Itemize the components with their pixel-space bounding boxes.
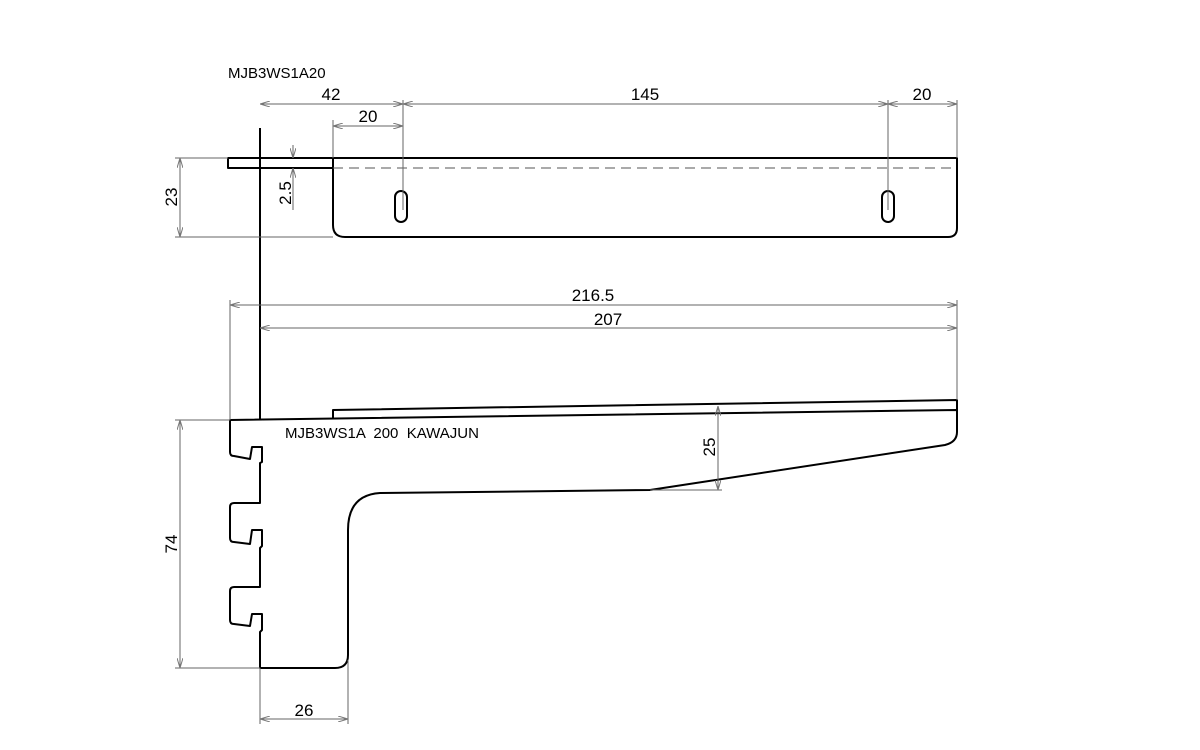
dim-25: 25 [700, 438, 719, 457]
dim-23: 23 [162, 188, 181, 207]
dim-20-left: 20 [359, 107, 378, 126]
dim-2-5: 2.5 [276, 181, 295, 205]
bracket-profile [229, 409, 958, 669]
top-view-outline [227, 128, 958, 420]
dim-216-5: 216.5 [572, 286, 615, 305]
side-view-dimensions: 216.5 207 25 74 26 [162, 286, 958, 724]
dim-207: 207 [594, 310, 622, 329]
shelf-lip [332, 399, 958, 418]
top-view-label: MJB3WS1A20 [228, 65, 326, 82]
dim-145: 145 [631, 85, 659, 104]
dim-42: 42 [322, 85, 341, 104]
dim-26: 26 [295, 701, 314, 720]
flange-plate [227, 157, 334, 169]
slot-hole-1 [394, 190, 408, 223]
side-view-outline [229, 399, 958, 669]
top-view-dimensions: 42 145 20 20 23 2.5 [162, 85, 958, 238]
engraving-text: MJB3WS1A 200 KAWAJUN [285, 425, 479, 442]
dim-74: 74 [162, 535, 181, 554]
dim-20-right: 20 [913, 85, 932, 104]
shelf-plate [332, 157, 958, 238]
